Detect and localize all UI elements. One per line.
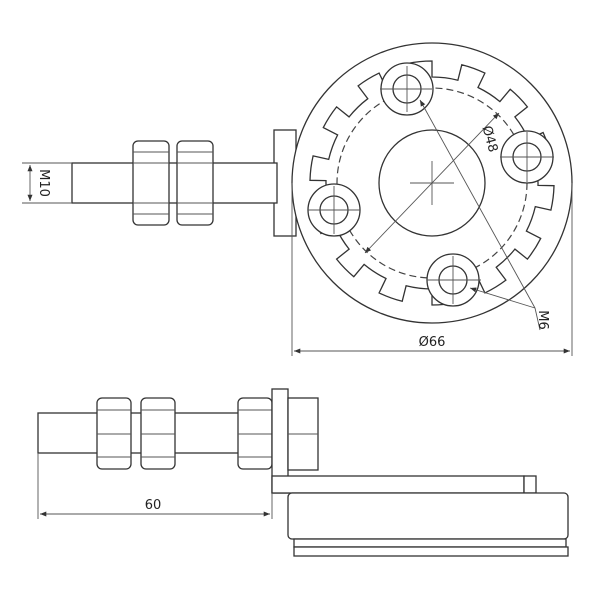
mounting-bracket — [271, 388, 537, 494]
side-view: 60 — [37, 388, 569, 557]
bolt-hole-left — [307, 183, 361, 237]
side-nut-1 — [96, 397, 132, 470]
bolt-hole-right — [500, 130, 554, 184]
dimension-label-m10: M10 — [36, 169, 51, 197]
sensor-body-top — [71, 140, 278, 226]
base-plate — [287, 492, 569, 557]
side-nut-2 — [140, 397, 176, 470]
bolt-hole-top — [380, 62, 434, 116]
dimension-d48: Ø48 — [364, 112, 500, 254]
dimension-d66: Ø66 — [291, 183, 573, 356]
dimension-label-d66: Ø66 — [419, 335, 446, 350]
bolt-hole-bottom — [426, 253, 481, 307]
dimension-label-60: 60 — [145, 498, 162, 513]
dimension-m10: M10 — [22, 162, 72, 204]
leader-m6: M6 — [419, 99, 550, 331]
top-view: M10 — [22, 42, 573, 356]
side-nut-3 — [237, 397, 273, 470]
dimension-60: 60 — [37, 453, 273, 519]
dimension-label-d48: Ø48 — [479, 124, 500, 154]
dimension-label-m6: M6 — [535, 310, 550, 330]
